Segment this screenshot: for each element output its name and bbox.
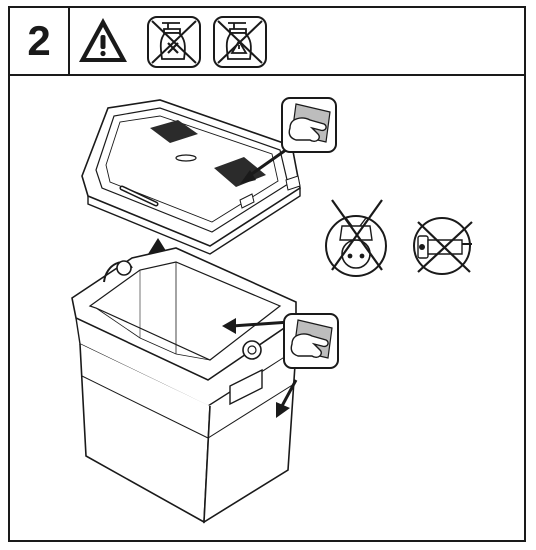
no-water-on-socket-icon bbox=[413, 217, 473, 275]
no-water-on-plug-icon bbox=[325, 199, 387, 277]
wipe-cloth-icon bbox=[281, 97, 337, 153]
cool-box-body bbox=[71, 247, 298, 524]
step-number: 2 bbox=[10, 8, 70, 74]
no-abrasive-cleaner-icon bbox=[213, 16, 267, 68]
vent-grille bbox=[150, 120, 198, 143]
no-spray-cleaner-icon bbox=[147, 16, 201, 68]
cool-box-lid bbox=[81, 99, 301, 255]
instruction-step-panel: 2 bbox=[8, 6, 526, 542]
wipe-cloth-icon bbox=[283, 313, 339, 369]
warning-triangle-icon bbox=[79, 18, 127, 62]
step-header: 2 bbox=[10, 8, 524, 76]
